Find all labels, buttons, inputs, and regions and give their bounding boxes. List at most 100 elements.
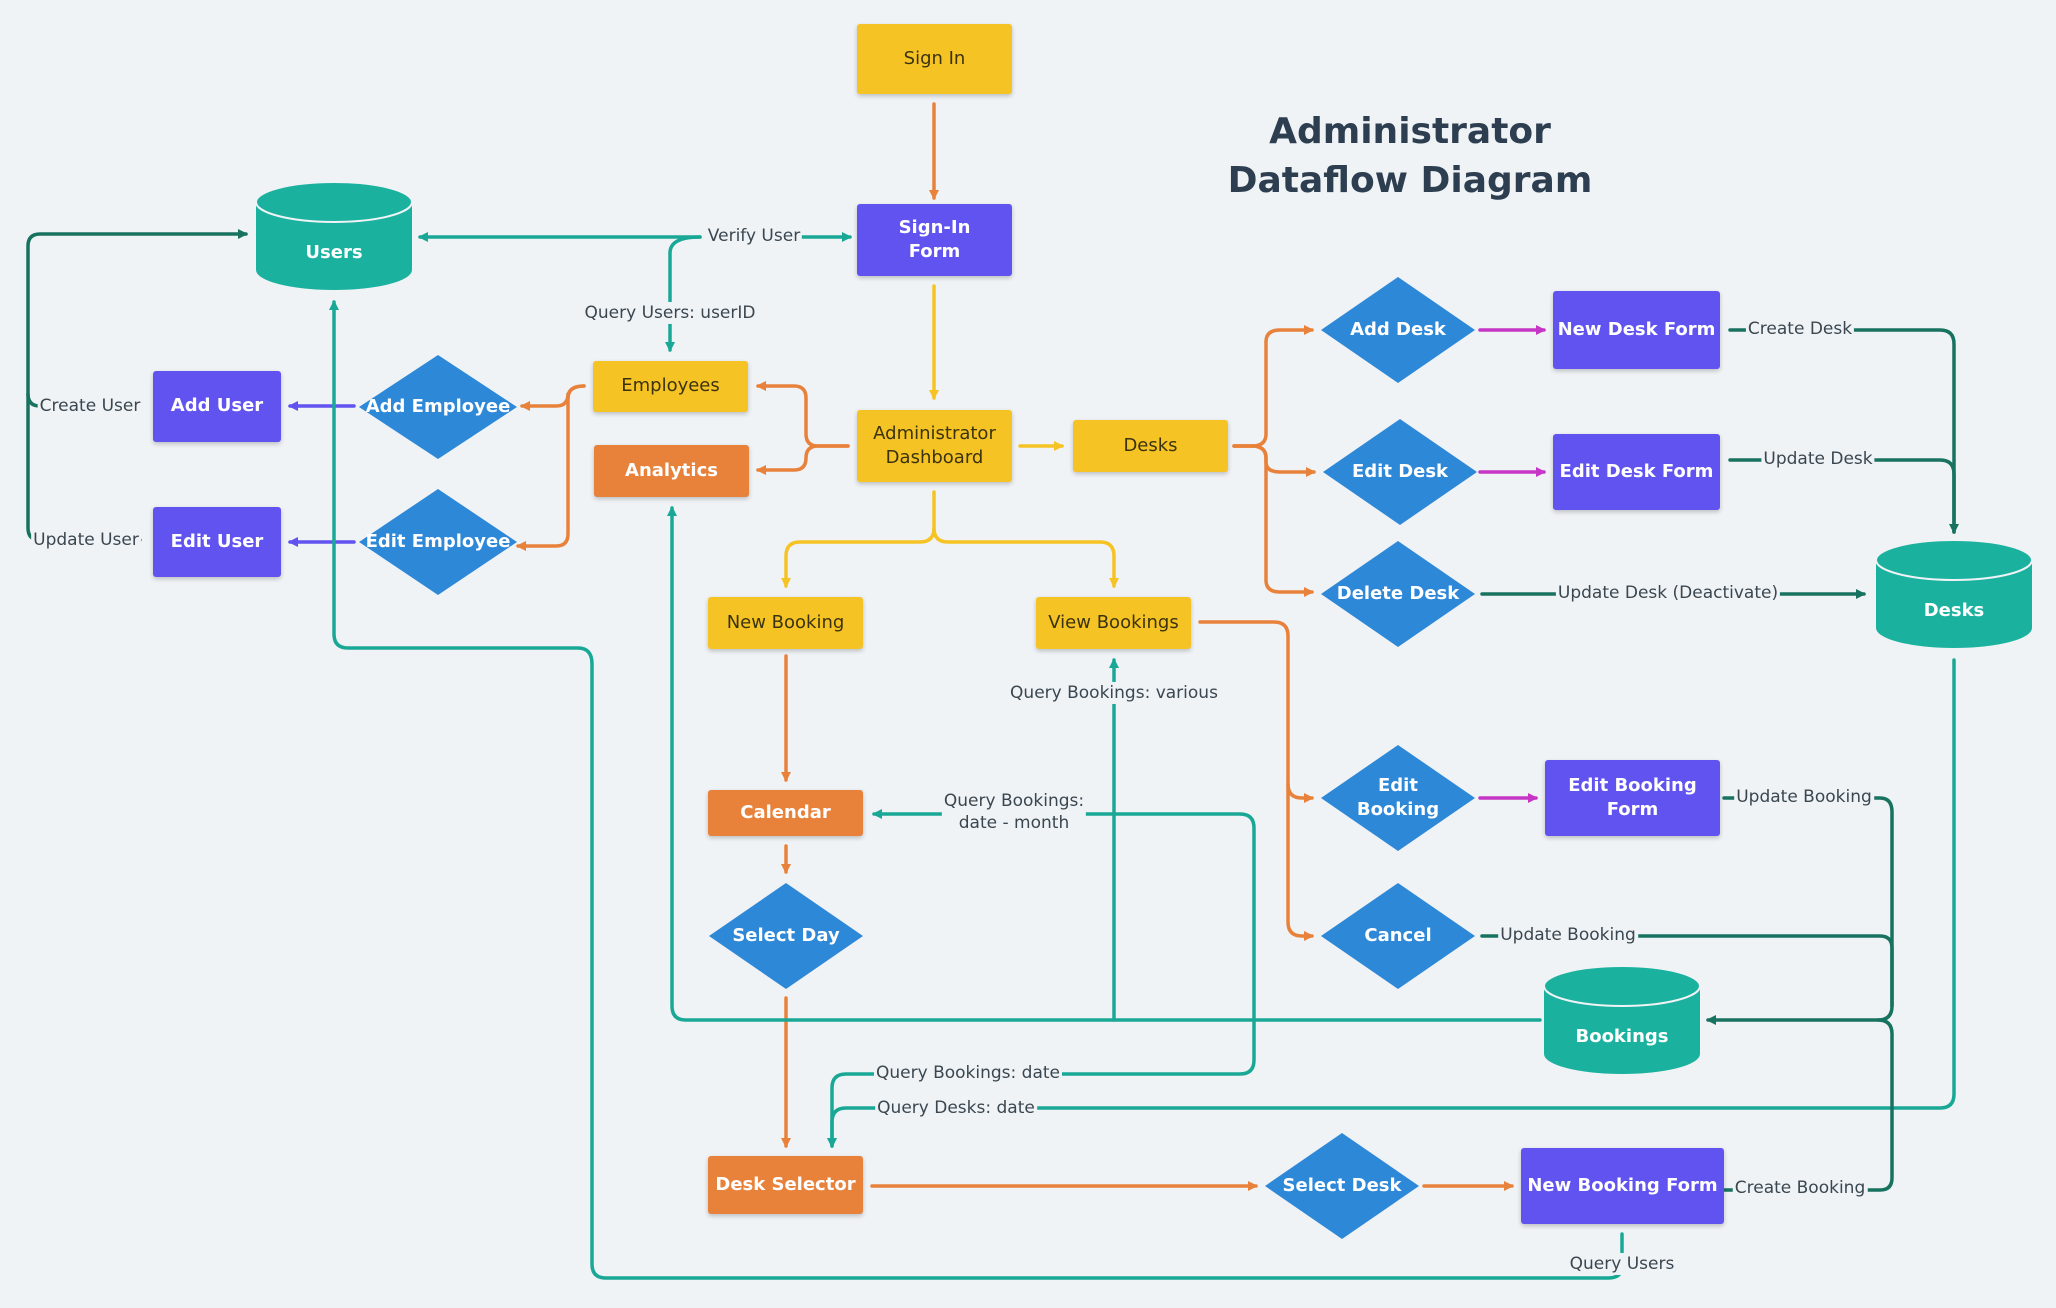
edit-desk-form-node[interactable]: Edit Desk Form <box>1553 434 1720 510</box>
edge-label-query-users-userid: Query Users: userID <box>582 301 758 325</box>
delete-desk-decision[interactable]: Delete Desk <box>1320 540 1476 648</box>
new-booking-node[interactable]: New Booking <box>708 597 863 649</box>
new-desk-form-node[interactable]: New Desk Form <box>1553 291 1720 369</box>
edit-employee-diamond-shape <box>359 489 517 595</box>
admin-dashboard-line1: Administrator <box>873 422 996 444</box>
edge-users-query-from-booking-form <box>329 300 1624 1280</box>
add-user-node[interactable]: Add User <box>153 371 281 442</box>
edit-booking-line1: Edit <box>1378 774 1418 796</box>
edge-label-update-user: Update User <box>31 528 141 552</box>
edge-edit-desk-form-to-desks <box>1728 458 1956 534</box>
edge-desks-to-add-desk <box>1232 325 1314 448</box>
title-line-1: Administrator <box>1269 111 1551 152</box>
edge-employees-to-edit-employee <box>516 384 586 551</box>
analytics-node[interactable]: Analytics <box>594 445 749 497</box>
edit-user-node[interactable]: Edit User <box>153 507 281 577</box>
select-day-label: Select Day <box>732 924 840 946</box>
edge-dashboard-to-view-bookings <box>932 526 1119 588</box>
edit-booking-line2: Booking <box>1356 799 1440 820</box>
add-desk-label: Add Desk <box>1350 318 1446 340</box>
edit-employee-decision[interactable]: Edit Employee <box>358 488 518 596</box>
edge-label-query-bookings-various: Query Bookings: various <box>1008 681 1220 705</box>
edit-employee-label: Edit Employee <box>365 530 511 552</box>
add-desk-decision[interactable]: Add Desk <box>1320 276 1476 384</box>
add-employee-diamond-shape <box>359 355 517 459</box>
sign-in-form-node[interactable]: Sign-In Form <box>857 204 1012 276</box>
employees-node[interactable]: Employees <box>593 361 748 412</box>
edit-booking-form-node[interactable]: Edit Booking Form <box>1545 760 1720 836</box>
add-employee-decision[interactable]: Add Employee <box>358 354 518 460</box>
calendar-node[interactable]: Calendar <box>708 790 863 836</box>
edge-new-desk-form-to-desks <box>1728 328 1959 534</box>
edge-label-query-bookings-month-line1: Query Bookings: <box>943 790 1085 811</box>
edge-edit-booking-form-to-bookings <box>1706 796 1894 1025</box>
edge-label-create-desk: Create Desk <box>1745 317 1855 341</box>
edge-bookings-to-analytics <box>667 506 1542 1022</box>
edge-label-create-user: Create User <box>37 394 143 418</box>
edge-dashboard-to-employees <box>756 381 850 448</box>
edge-view-bookings-to-cancel <box>1286 782 1314 941</box>
edge-cancel-to-bookings <box>1480 934 1894 1008</box>
edge-label-query-bookings-month: Query Bookings: date - month <box>941 789 1087 835</box>
title-line-2: Dataflow Diagram <box>1227 159 1593 201</box>
select-desk-decision[interactable]: Select Desk <box>1264 1132 1420 1240</box>
desks-cylinder-shape <box>1875 539 2033 648</box>
edge-label-query-bookings-date: Query Bookings: date <box>874 1061 1062 1085</box>
edge-label-query-users: Query Users <box>1567 1252 1677 1276</box>
admin-dashboard-node[interactable]: Administrator Dashboard <box>857 410 1012 482</box>
add-employee-label: Add Employee <box>365 395 511 417</box>
edge-label-query-desks-date: Query Desks: date <box>875 1096 1037 1120</box>
new-booking-form-node[interactable]: New Booking Form <box>1521 1148 1724 1224</box>
add-desk-diamond-shape <box>1321 277 1475 383</box>
edge-label-update-booking-edit: Update Booking <box>1734 785 1874 809</box>
cancel-decision[interactable]: Cancel <box>1320 882 1476 990</box>
edge-label-update-desk: Update Desk <box>1761 447 1875 471</box>
users-datastore[interactable]: Users <box>254 180 414 292</box>
edge-view-bookings-to-edit-booking <box>1198 620 1314 803</box>
edit-desk-diamond-shape <box>1323 419 1477 525</box>
edge-desks-to-delete-desk <box>1232 444 1314 597</box>
edit-booking-diamond-shape <box>1321 745 1475 851</box>
edge-bookings-to-calendar <box>872 809 1256 1022</box>
edge-new-booking-form-to-bookings <box>1722 1018 1894 1192</box>
delete-desk-diamond-shape <box>1321 541 1475 647</box>
edit-booking-decision[interactable]: Edit Booking <box>1320 744 1476 852</box>
edge-query-userid <box>665 235 702 352</box>
delete-desk-label: Delete Desk <box>1336 582 1460 604</box>
edge-dashboard-to-new-booking <box>781 490 936 588</box>
cancel-label: Cancel <box>1364 924 1432 946</box>
desk-selector-node[interactable]: Desk Selector <box>708 1156 863 1214</box>
edge-label-update-booking-cancel: Update Booking <box>1498 923 1638 947</box>
bookings-datastore-label: Bookings <box>1575 1026 1669 1047</box>
diagram-title: Administrator Dataflow Diagram <box>1210 108 1610 205</box>
edge-desks-to-edit-desk <box>1232 444 1316 477</box>
users-cylinder-shape <box>255 181 413 290</box>
select-desk-diamond-shape <box>1265 1133 1419 1239</box>
edge-desks-db-to-desk-selector <box>827 658 1956 1148</box>
edit-booking-label: Edit Booking <box>1357 774 1439 823</box>
select-day-diamond-shape <box>709 883 863 989</box>
select-desk-label: Select Desk <box>1282 1174 1402 1196</box>
desks-node[interactable]: Desks <box>1073 420 1228 472</box>
edge-label-verify-user: Verify User <box>705 224 803 248</box>
desks-datastore[interactable]: Desks <box>1874 538 2034 650</box>
edge-dashboard-to-analytics <box>756 444 850 475</box>
edit-desk-decision[interactable]: Edit Desk <box>1322 418 1478 526</box>
bookings-datastore[interactable]: Bookings <box>1542 964 1702 1076</box>
users-datastore-label: Users <box>305 242 363 263</box>
edge-label-update-desk-deactivate: Update Desk (Deactivate) <box>1555 581 1781 605</box>
sign-in-form-line2: Form <box>908 241 961 262</box>
cancel-diamond-shape <box>1321 883 1475 989</box>
desks-datastore-label: Desks <box>1923 600 1985 621</box>
view-bookings-node[interactable]: View Bookings <box>1036 597 1191 649</box>
admin-dashboard-line2: Dashboard <box>885 447 984 468</box>
edit-desk-label: Edit Desk <box>1351 460 1449 482</box>
edge-label-query-bookings-month-line2: date - month <box>958 813 1070 833</box>
sign-in-form-line1: Sign-In <box>898 216 971 238</box>
bookings-cylinder-shape <box>1543 965 1701 1074</box>
edge-add-user-to-users <box>26 229 248 408</box>
edge-label-create-booking: Create Booking <box>1732 1176 1868 1200</box>
sign-in-node[interactable]: Sign In <box>857 24 1012 94</box>
select-day-decision[interactable]: Select Day <box>708 882 864 990</box>
